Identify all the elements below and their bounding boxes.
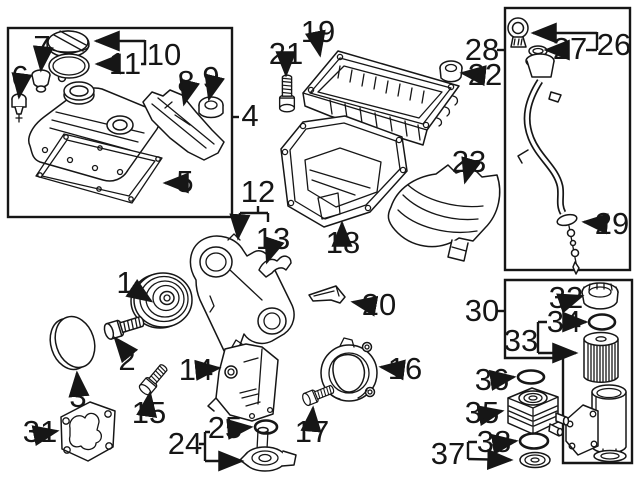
callout-5[interactable]: 5	[176, 164, 193, 199]
lower-timing-cover	[207, 339, 279, 422]
callout-20[interactable]: 20	[362, 287, 396, 322]
filter-element	[583, 331, 619, 383]
callout-31[interactable]: 31	[23, 414, 57, 449]
assembly-boxes	[6, 6, 634, 465]
callout-38[interactable]: 38	[477, 424, 511, 459]
callout-16[interactable]: 16	[388, 351, 422, 386]
oil-cooler	[507, 387, 570, 437]
dipstick-box	[503, 6, 632, 272]
callout-12[interactable]: 12	[241, 174, 275, 209]
upper-oil-pan	[302, 50, 460, 146]
callout-22[interactable]: 22	[468, 57, 502, 92]
leader-lines	[11, 22, 609, 472]
rear-cover-plate	[320, 337, 378, 402]
callout-35[interactable]: 35	[465, 395, 499, 430]
callout-36[interactable]: 36	[475, 362, 509, 397]
callout-24[interactable]: 24	[168, 426, 202, 461]
valve-cover	[28, 73, 160, 182]
sealing-cap-oval	[49, 315, 96, 371]
callout-34[interactable]: 34	[547, 304, 581, 339]
callout-33[interactable]: 33	[504, 323, 538, 358]
pan-bolt-21	[278, 74, 296, 113]
callout-1[interactable]: 1	[116, 265, 133, 300]
callout-10[interactable]: 10	[147, 37, 181, 72]
callout-4[interactable]: 4	[241, 98, 258, 133]
pulley-bolt	[101, 312, 147, 341]
parts-artwork	[11, 17, 627, 472]
valve-cover-box	[6, 26, 234, 219]
callout-labels: 1 2 3 4 5 6 7 8 9 10 11 12 13 14 15 16 1…	[11, 14, 631, 471]
callout-13[interactable]: 13	[256, 221, 290, 256]
callout-32[interactable]: 32	[549, 280, 583, 315]
callout-3[interactable]: 3	[69, 379, 86, 414]
callout-6[interactable]: 6	[11, 59, 28, 94]
callout-15[interactable]: 15	[132, 395, 166, 430]
sealing-flange	[519, 451, 551, 469]
callout-18[interactable]: 18	[326, 225, 360, 260]
callout-30[interactable]: 30	[465, 293, 499, 328]
sealant-tube	[308, 285, 346, 304]
callout-26[interactable]: 26	[597, 27, 631, 62]
cooler-o-ring	[516, 369, 546, 385]
callout-28[interactable]: 28	[465, 32, 499, 67]
skid-plate	[387, 164, 501, 262]
callout-14[interactable]: 14	[179, 352, 213, 387]
cap-nut	[198, 96, 224, 119]
cooler-seal-o-ring	[518, 432, 550, 450]
filter-cap	[581, 282, 619, 310]
callout-9[interactable]: 9	[202, 60, 219, 95]
callout-8[interactable]: 8	[177, 64, 194, 99]
callout-21[interactable]: 21	[269, 36, 303, 71]
pickup-o-ring	[253, 419, 279, 435]
callout-25[interactable]: 25	[208, 410, 242, 445]
filter-housing	[565, 384, 627, 463]
oil-pickup-tube	[239, 426, 297, 472]
callout-11[interactable]: 11	[109, 46, 141, 81]
callout-27[interactable]: 27	[553, 31, 587, 66]
lower-oil-pan	[280, 115, 408, 228]
cap-o-ring	[587, 313, 617, 331]
cap-plug	[31, 69, 51, 93]
bracket-plate	[60, 401, 116, 462]
filler-cap-seal-ring	[48, 53, 90, 79]
callout-7[interactable]: 7	[33, 29, 50, 64]
oil-filler-cap	[46, 30, 90, 58]
callout-37[interactable]: 37	[431, 436, 465, 471]
oil-filter-box	[503, 278, 634, 465]
cover-bolt-15	[137, 361, 171, 398]
baffle-plate	[142, 89, 225, 161]
callout-29[interactable]: 29	[595, 206, 629, 241]
plate-bolt-17	[300, 382, 337, 408]
callout-17[interactable]: 17	[295, 414, 329, 449]
callout-23[interactable]: 23	[452, 144, 486, 179]
callout-19[interactable]: 19	[301, 14, 335, 49]
pressure-sensor	[11, 93, 27, 123]
drain-plug	[439, 60, 463, 83]
valve-cover-gasket	[35, 133, 163, 204]
dipstick	[507, 17, 580, 275]
callout-2[interactable]: 2	[118, 342, 135, 377]
